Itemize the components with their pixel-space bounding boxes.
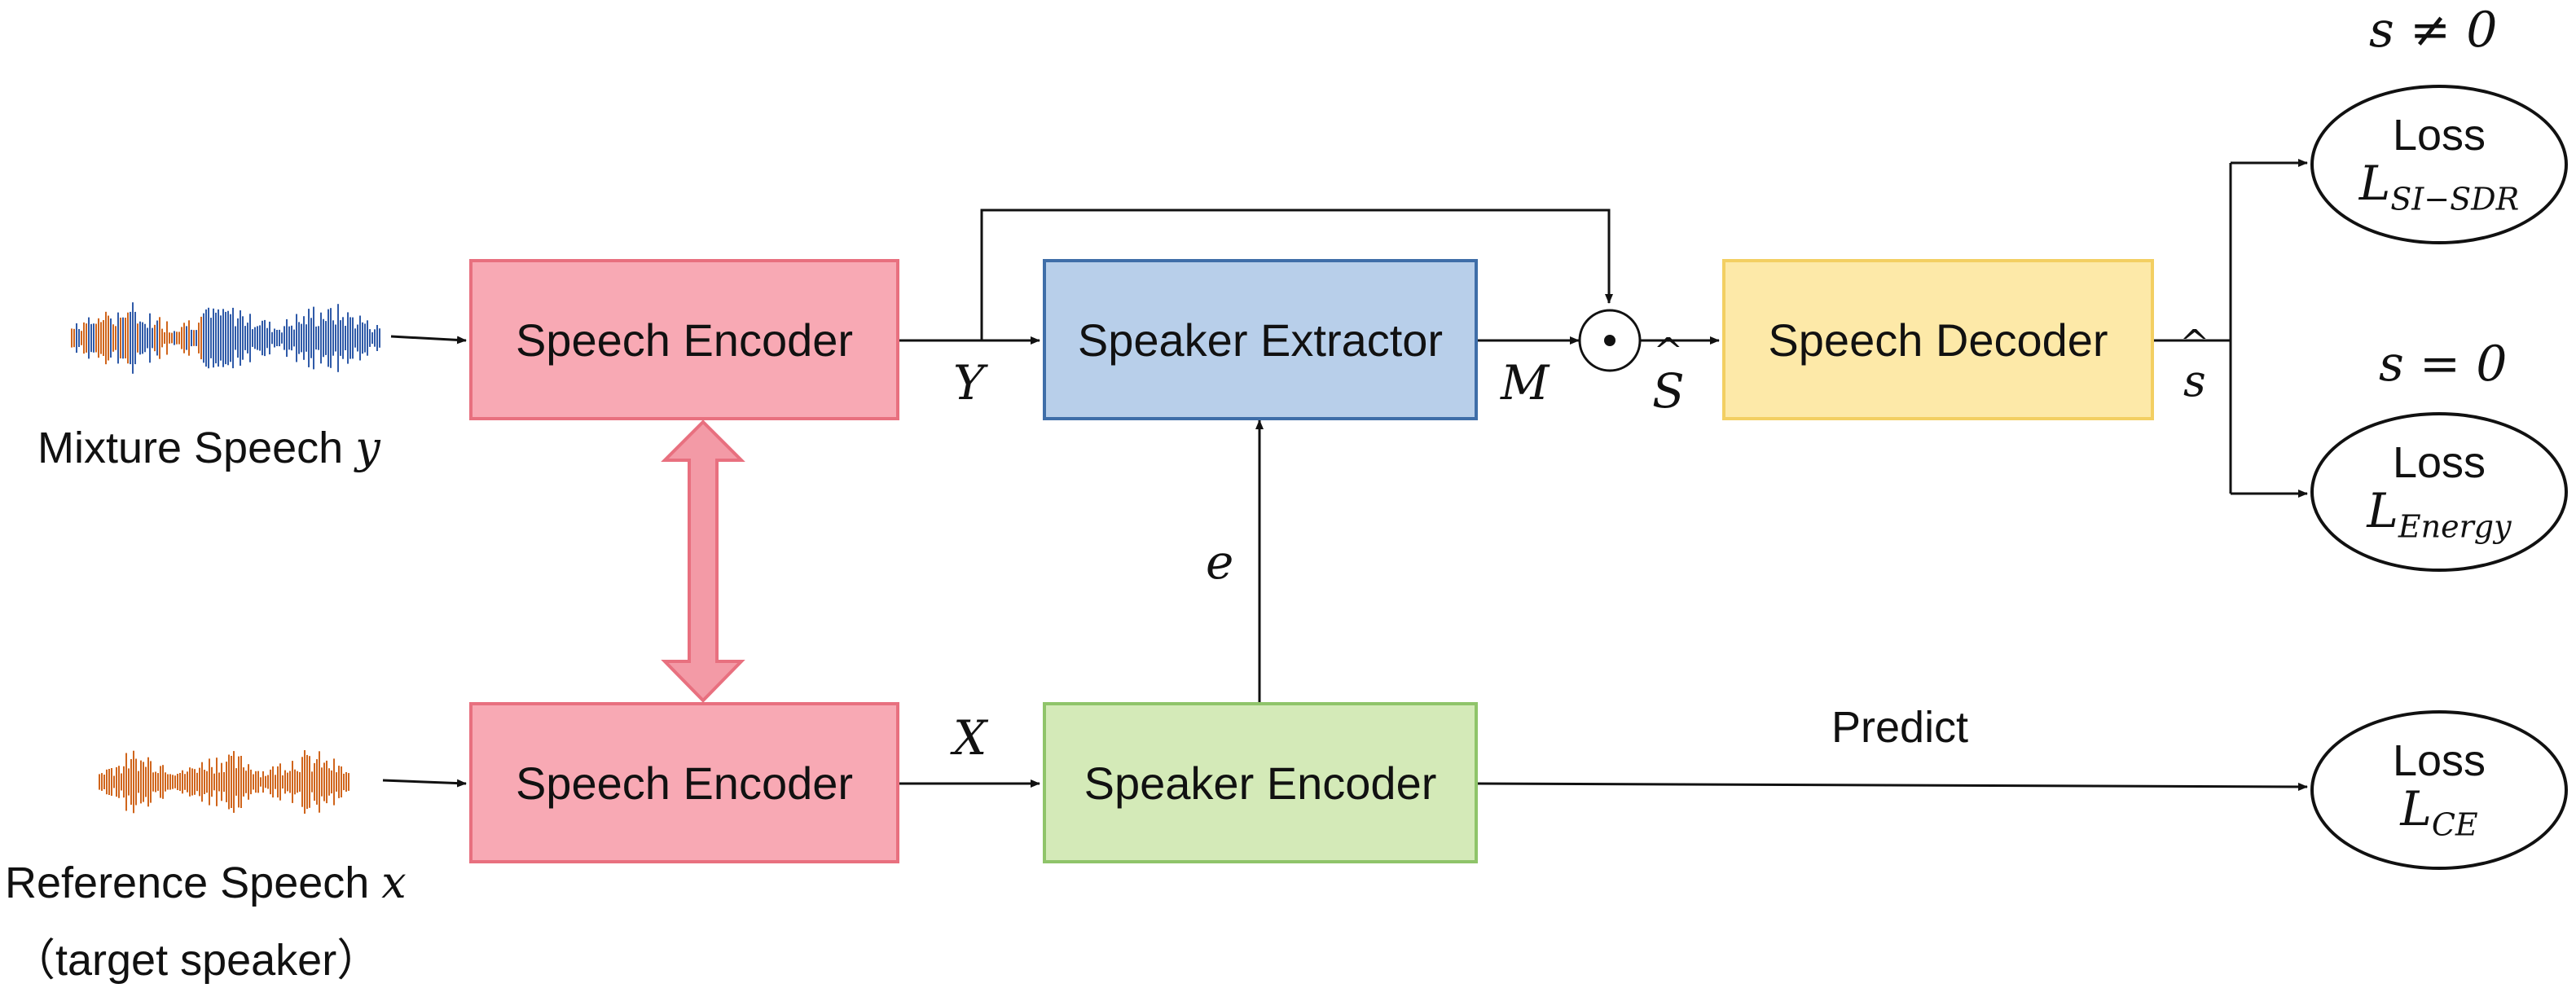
label-s-hat: s: [2183, 355, 2206, 406]
loss-sisdr-title: Loss: [2392, 111, 2486, 160]
reference-waveform-icon: [99, 750, 349, 814]
label-X: X: [953, 710, 987, 766]
mixture-speech-label: Mixture Speech y: [37, 422, 380, 473]
label-predict: Predict: [1831, 703, 1969, 752]
edge-mixture-to-encoder: [390, 335, 467, 345]
speech-encoder-top: Speech Encoder: [469, 259, 899, 420]
loss-ce: Loss LCE: [2310, 710, 2568, 870]
edge-predict-to-loss-ce: [1477, 782, 2308, 791]
condition-s-zero: s = 0: [2379, 336, 2508, 393]
reference-speech-note: （target speaker）: [11, 936, 381, 985]
loss-sisdr-symbol: LSI−SDR: [2358, 156, 2520, 217]
loss-ce-title: Loss: [2392, 736, 2486, 786]
speaker-encoder: Speaker Encoder: [1043, 702, 1478, 863]
condition-s-nonzero: s ≠ 0: [2369, 2, 2498, 59]
label-e: e: [1206, 534, 1234, 590]
label-M: M: [1501, 355, 1550, 411]
loss-energy-title: Loss: [2392, 438, 2486, 488]
loss-energy-symbol: LEnergy: [2367, 483, 2512, 545]
mixture-waveform-icon: [71, 302, 380, 374]
multiply-operator-dot: [1604, 335, 1615, 346]
loss-energy: Loss LEnergy: [2310, 412, 2568, 572]
reference-speech-label: Reference Speech x: [5, 857, 407, 908]
loss-ce-symbol: LCE: [2400, 781, 2478, 843]
speaker-extractor: Speaker Extractor: [1043, 259, 1478, 420]
label-S-hat: S: [1652, 363, 1685, 419]
loss-sisdr: Loss LSI−SDR: [2310, 85, 2568, 244]
edge-Y-skip-to-multiply: [980, 209, 1613, 340]
label-Y: Y: [953, 355, 985, 411]
speech-encoder-bottom: Speech Encoder: [469, 702, 899, 863]
shared-weights-double-arrow: [661, 419, 745, 703]
speech-decoder: Speech Decoder: [1722, 259, 2154, 420]
edge-reference-to-encoder: [382, 779, 467, 788]
